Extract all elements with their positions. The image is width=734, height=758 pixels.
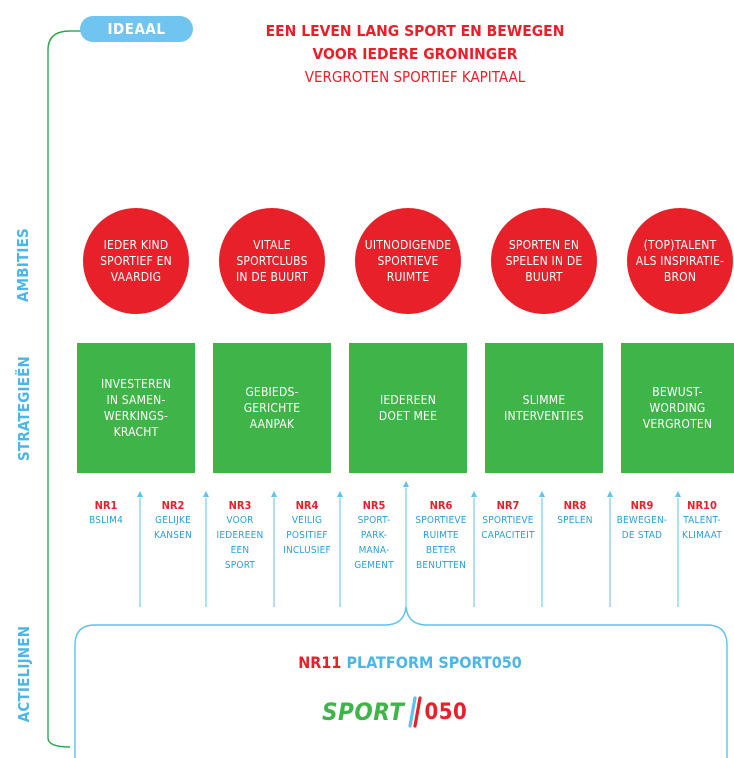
sport050-logo: SPORT 050 <box>322 692 467 732</box>
platform-nr: NR11 <box>298 653 342 672</box>
ambitie-circle-3: UITNODIGENDE SPORTIEVE RUIMTE <box>355 208 461 314</box>
ideaal-subtitle: VERGROTEN SPORTIEF KAPITAAL <box>304 68 526 86</box>
actielijn-nr: NR3 <box>228 499 252 512</box>
actielijn-10: NR10 TALENT- KLIMAAT <box>670 498 734 543</box>
platform-name: PLATFORM SPORT050 <box>346 653 522 672</box>
label-actielijnen: ACTIELIJNEN <box>15 625 33 723</box>
label-strategieen: STRATEGIEËN <box>15 355 33 461</box>
actielijn-label: VOOR IEDEREEN EEN SPORT <box>216 515 264 571</box>
actielijn-label: BSLIM4 <box>88 515 124 526</box>
platform-brace <box>74 606 728 758</box>
strategie-box-4: SLIMME INTERVENTIES <box>485 343 603 473</box>
logo-slash-icon <box>407 696 422 728</box>
ideaal-badge: IDEAAL <box>80 16 193 42</box>
ideaal-title-line2: VOOR IEDERE GRONINGER <box>312 45 518 63</box>
actielijn-nr: NR6 <box>429 499 453 512</box>
actielijn-1: NR1 BSLIM4 <box>72 498 140 528</box>
actielijn-5: NR5 SPORT- PARK- MANA- GEMENT <box>340 498 408 573</box>
actielijn-label: SPORTIEVE CAPACITEIT <box>481 515 535 541</box>
actielijn-label: TALENT- KLIMAAT <box>681 515 723 541</box>
left-bracket <box>47 30 71 748</box>
actielijn-label: SPELEN <box>557 515 593 526</box>
actielijn-nr: NR10 <box>687 499 717 512</box>
actielijn-3: NR3 VOOR IEDEREEN EEN SPORT <box>206 498 274 573</box>
actielijn-8: NR8 SPELEN <box>541 498 609 528</box>
ideaal-title-line1: EEN LEVEN LANG SPORT EN BEWEGEN <box>265 22 565 40</box>
platform-title: NR11 PLATFORM SPORT050 <box>150 653 670 672</box>
actielijn-label: SPORTIEVE RUIMTE BETER BENUTTEN <box>415 515 467 571</box>
ambitie-circle-1: IEDER KIND SPORTIEF EN VAARDIG <box>83 208 189 314</box>
actielijn-7: NR7 SPORTIEVE CAPACITEIT <box>474 498 542 543</box>
actielijn-4: NR4 VEILIG POSITIEF INCLUSIEF <box>273 498 341 558</box>
actielijn-label: SPORT- PARK- MANA- GEMENT <box>354 515 394 571</box>
actielijn-nr: NR4 <box>295 499 319 512</box>
actielijn-label: VEILIG POSITIEF INCLUSIEF <box>283 515 331 556</box>
action-separators <box>139 488 679 612</box>
actielijn-nr: NR9 <box>630 499 654 512</box>
strategie-box-2: GEBIEDS- GERICHTE AANPAK <box>213 343 331 473</box>
strategie-box-1: INVESTEREN IN SAMEN- WERKINGS- KRACHT <box>77 343 195 473</box>
actielijn-label: GELIJKE KANSEN <box>154 515 192 541</box>
strategie-box-5: BEWUST- WORDING VERGROTEN <box>621 343 734 473</box>
actielijn-2: NR2 GELIJKE KANSEN <box>139 498 207 543</box>
logo-num-text: 050 <box>424 699 468 725</box>
ambitie-circle-4: SPORTEN EN SPELEN IN DE BUURT <box>491 208 597 314</box>
ambitie-circle-2: VITALE SPORTCLUBS IN DE BUURT <box>219 208 325 314</box>
logo-sport-text: SPORT <box>322 698 405 726</box>
actielijn-9: NR9 BEWEGEN- DE STAD <box>608 498 676 543</box>
actielijn-nr: NR8 <box>563 499 587 512</box>
label-ambities: AMBITIES <box>14 228 32 302</box>
actielijn-6: NR6 SPORTIEVE RUIMTE BETER BENUTTEN <box>407 498 475 573</box>
actielijn-nr: NR7 <box>496 499 520 512</box>
actielijn-nr: NR1 <box>94 499 118 512</box>
strategie-box-3: IEDEREEN DOET MEE <box>349 343 467 473</box>
actielijn-nr: NR5 <box>362 499 386 512</box>
actielijn-nr: NR2 <box>161 499 185 512</box>
ambitie-circle-5: (TOP)TALENT ALS INSPIRATIE- BRON <box>627 208 733 314</box>
actielijn-label: BEWEGEN- DE STAD <box>616 515 668 541</box>
